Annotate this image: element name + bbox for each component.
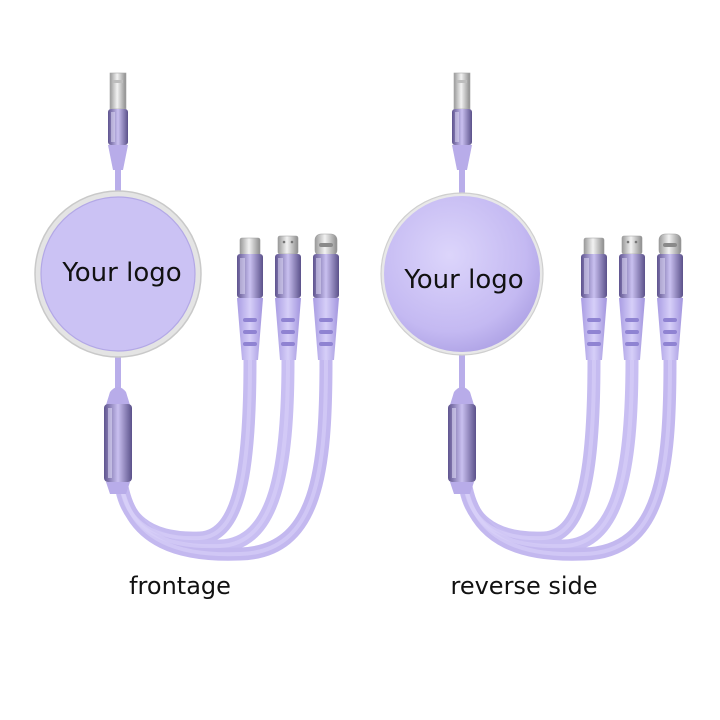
frontage-cable bbox=[34, 73, 339, 554]
caption-reverse-side: reverse side bbox=[450, 572, 598, 600]
reverse-side-cable bbox=[380, 73, 683, 554]
logo-text-reverse: Your logo bbox=[404, 265, 524, 295]
caption-frontage: frontage bbox=[129, 572, 231, 600]
logo-text-frontage: Your logo bbox=[62, 258, 182, 288]
